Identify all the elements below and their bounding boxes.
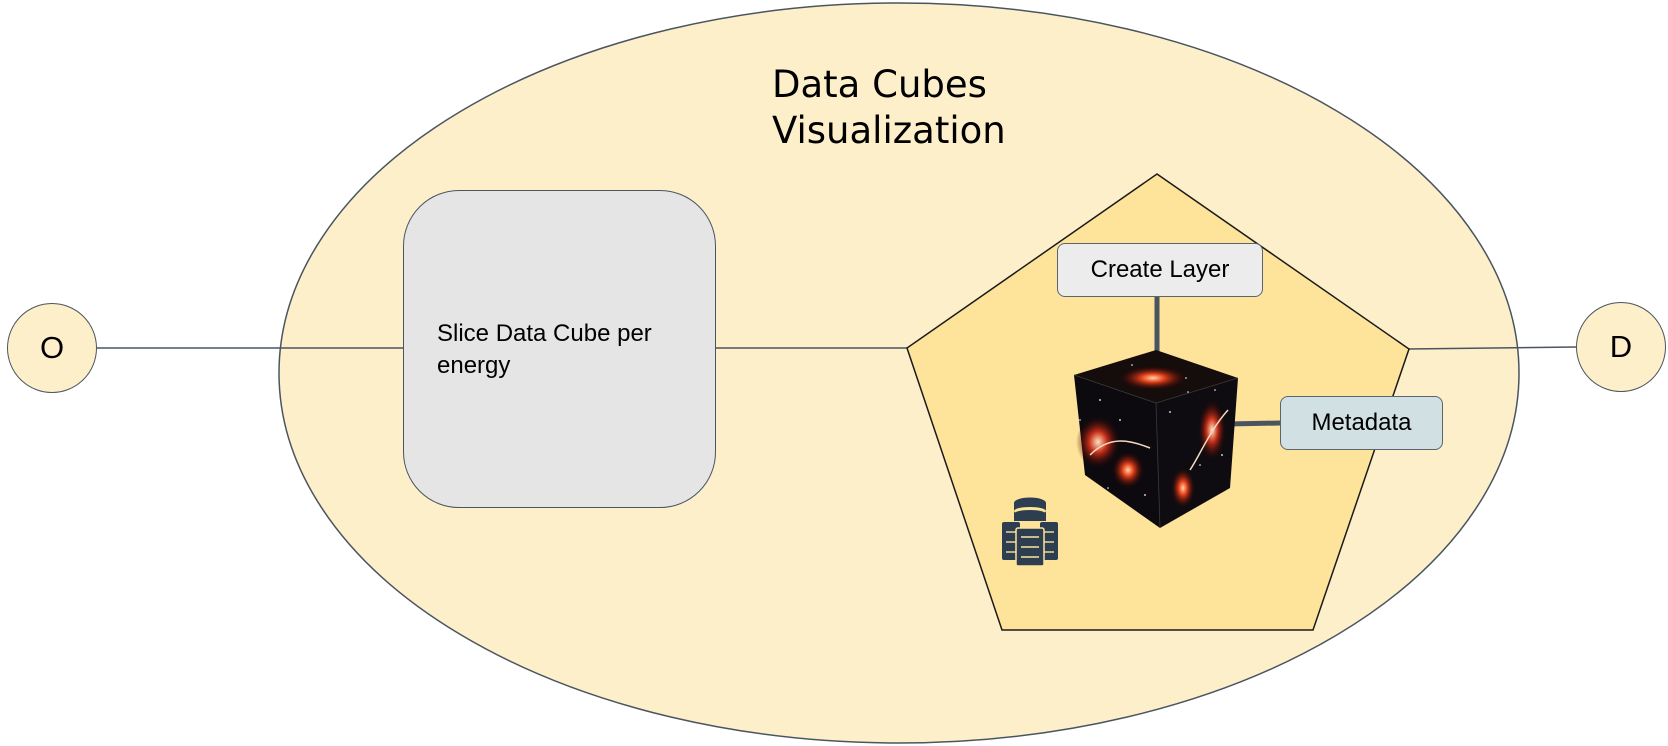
database-server-icon bbox=[1002, 497, 1058, 567]
cube-jet-1 bbox=[1089, 440, 1151, 456]
origin-node: O bbox=[7, 303, 97, 393]
create-layer-tag: Create Layer bbox=[1057, 243, 1263, 297]
cube-edge-3 bbox=[1155, 402, 1161, 529]
data-cube-image bbox=[1073, 350, 1239, 529]
cube-jet-2 bbox=[1189, 409, 1229, 471]
cube-glow-left-2 bbox=[1112, 452, 1144, 488]
diagram-title-line2: Visualization bbox=[772, 109, 1006, 152]
slice-process-label-line2: energy bbox=[437, 352, 511, 379]
destination-node: D bbox=[1576, 302, 1666, 392]
cube-edge-2 bbox=[1155, 377, 1239, 404]
cube-glow-right-2 bbox=[1171, 468, 1195, 508]
diagram-title: Data Cubes Visualization bbox=[772, 62, 1006, 154]
metadata-label: Metadata bbox=[1311, 409, 1412, 436]
diagram-title-line1: Data Cubes bbox=[772, 63, 987, 106]
origin-label: O bbox=[39, 330, 65, 365]
connector-destination bbox=[1407, 346, 1577, 350]
slice-process-box: Slice Data Cube per energy bbox=[403, 190, 716, 508]
server-slots bbox=[1006, 531, 1054, 558]
slice-process-label-line1: Slice Data Cube per bbox=[437, 320, 652, 347]
slice-process-label: Slice Data Cube per energy bbox=[437, 318, 652, 382]
cube-glow-top bbox=[1119, 366, 1187, 390]
destination-label: D bbox=[1609, 329, 1633, 364]
create-layer-label: Create Layer bbox=[1090, 256, 1230, 283]
db-disk-band-2 bbox=[1014, 510, 1046, 518]
cube-glow-left-1 bbox=[1076, 416, 1120, 468]
cube-glow-right-1 bbox=[1198, 400, 1226, 460]
metadata-stem bbox=[1226, 420, 1282, 427]
cube-edge-1 bbox=[1073, 374, 1157, 404]
metadata-tag: Metadata bbox=[1280, 396, 1443, 450]
cube-stars bbox=[1079, 364, 1223, 496]
